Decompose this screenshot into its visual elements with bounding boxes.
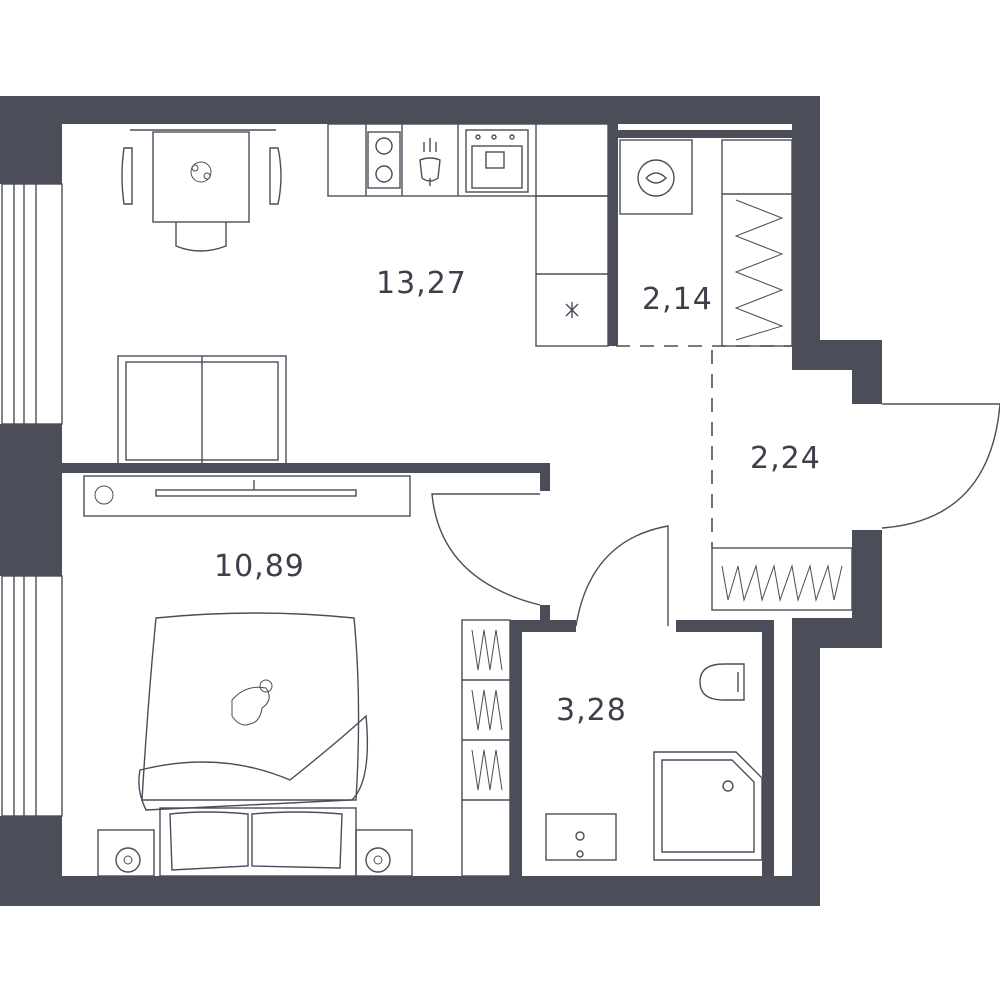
entrance-door[interactable] xyxy=(881,403,1000,529)
bed xyxy=(138,612,369,877)
hallway-wardrobe xyxy=(711,547,853,611)
bathroom-door[interactable] xyxy=(575,525,669,627)
cat-icon xyxy=(231,679,273,726)
room-area-laundry: 2,14 xyxy=(642,282,713,317)
kitchen-counter xyxy=(327,123,609,347)
window-kitchen xyxy=(1,183,63,425)
shower-icon xyxy=(653,751,763,861)
cooktop-icon xyxy=(367,131,401,189)
room-area-bathroom: 3,28 xyxy=(556,693,627,728)
walls xyxy=(0,96,882,906)
room-area-hallway: 2,24 xyxy=(750,441,821,476)
bedroom-wardrobe xyxy=(461,619,511,877)
wardrobe-laundry xyxy=(721,139,793,347)
lamp-icon xyxy=(115,847,141,873)
room-area-kitchen-living: 13,27 xyxy=(376,266,467,301)
decor-icon xyxy=(94,485,114,505)
washing-machine-icon xyxy=(619,139,693,215)
toilet-icon xyxy=(699,663,745,701)
oven-icon xyxy=(465,129,529,193)
tv-stand xyxy=(83,475,411,517)
lamp-icon xyxy=(365,847,391,873)
sofa xyxy=(117,355,287,465)
nightstand-left xyxy=(97,829,155,877)
dining-table xyxy=(121,129,282,252)
nightstand-right xyxy=(355,829,413,877)
room-area-bedroom: 10,89 xyxy=(214,549,305,584)
bedroom-door[interactable] xyxy=(431,493,541,606)
flower-icon xyxy=(190,161,212,183)
washbasin-icon xyxy=(545,813,617,861)
fridge-icon xyxy=(565,302,579,318)
window-bedroom xyxy=(1,575,63,817)
sink-icon xyxy=(419,138,441,186)
